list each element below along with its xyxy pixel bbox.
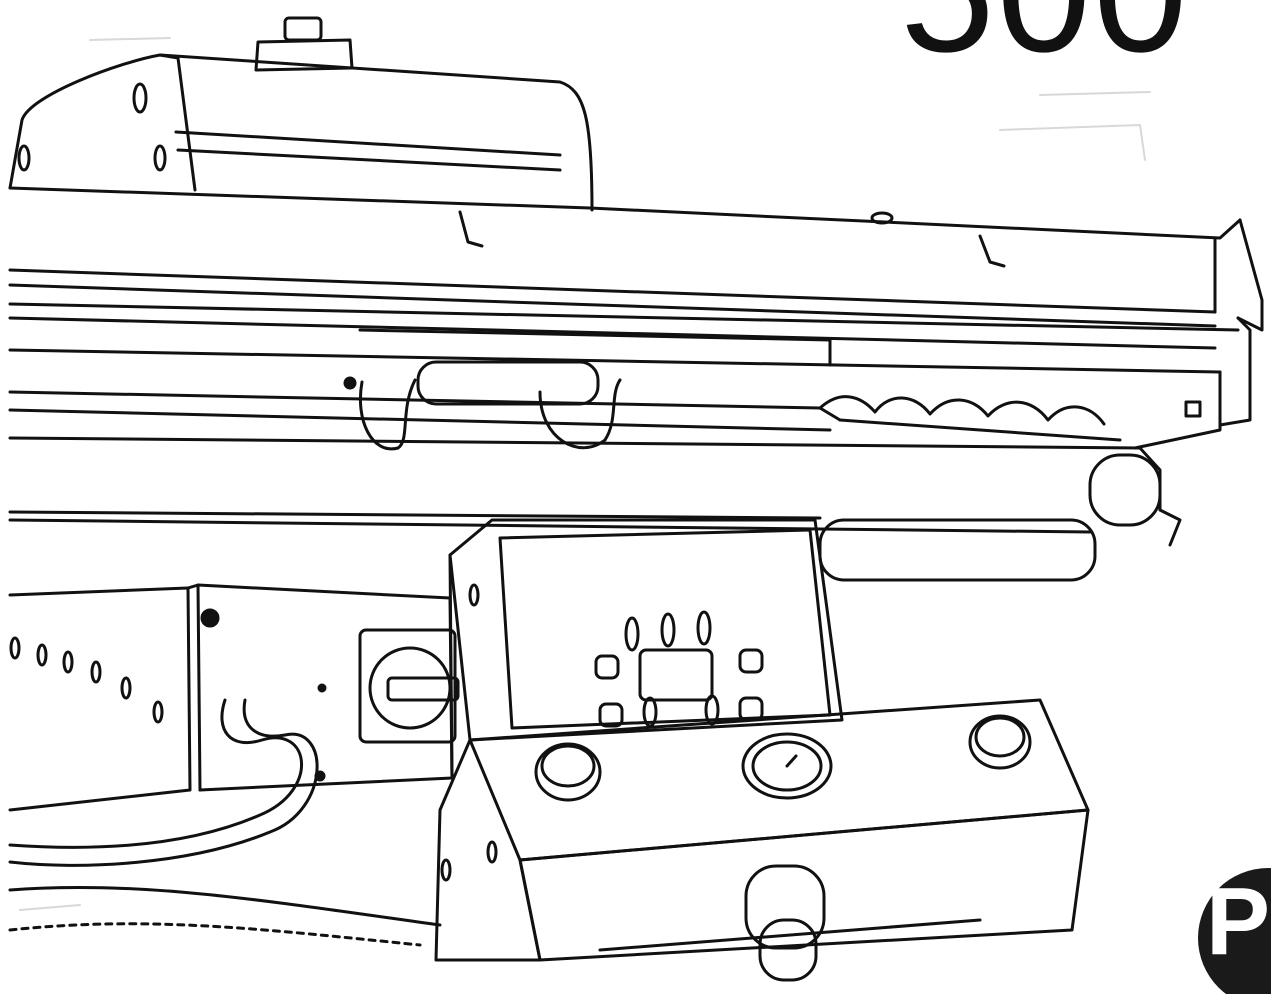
background-shading: [19, 37, 1151, 911]
roller-section: [8, 316, 1222, 451]
lower-base: [8, 885, 442, 947]
side-panel: [8, 583, 202, 812]
main-beam: [8, 186, 1264, 427]
top-cover: [8, 16, 594, 212]
display-panel: [448, 518, 844, 780]
brand-logo-letter: P: [1206, 868, 1271, 975]
control-console: [434, 583, 1090, 982]
switch-box: [8, 583, 460, 867]
large-number-heading: 500: [900, 0, 1190, 78]
lower-rail: [8, 436, 1182, 582]
